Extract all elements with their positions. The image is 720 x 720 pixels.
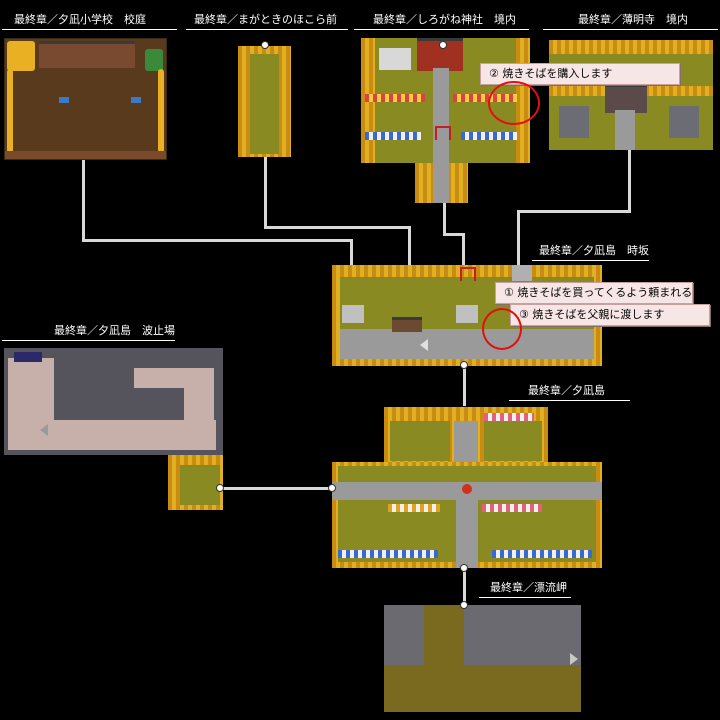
connector-yunagi-hyoryu [463,568,466,605]
stall-row [338,550,438,558]
graves [669,106,699,138]
main-road [454,421,478,462]
school-building [39,41,135,68]
title-underline [479,597,571,598]
map-hatoba-lower [168,455,223,510]
title-underline [354,29,529,30]
grass-area [484,421,542,461]
map-yunagi[interactable] [332,462,602,568]
annotation-step3: ③ 焼きそばを父親に渡します [510,304,710,326]
stall-row [482,504,542,512]
tree-row [549,40,713,54]
stall-row [484,413,534,421]
torii-gate [435,126,451,140]
map-title-hatoba: 最終章／夕凪島 波止場 [54,324,175,337]
annotation-step2: ② 焼きそばを購入します [480,63,680,85]
grass-area [390,421,450,461]
connector-shrine-path [264,157,267,228]
title-underline [186,29,348,30]
entrance-marker-icon [460,361,468,369]
tree [7,41,35,71]
main-road [456,482,478,568]
stairs [342,305,364,323]
connector-shirogane [443,203,446,235]
connector-shirogane-v [462,233,465,266]
connector-school-h [82,239,352,242]
map-title-yunagi: 最終章／夕凪島 [528,384,605,397]
stall-row [388,504,440,512]
path-grass [250,54,279,154]
connector-school [82,157,85,240]
title-underline [509,400,630,401]
title-underline [543,29,718,30]
cape-ground [424,605,464,665]
lantern-icon [462,484,472,494]
highlight-circle-step2 [488,81,540,125]
connector-shirogane-h [443,233,464,236]
connector-hakumei-h [517,210,631,213]
map-title-hyoryu: 最終章／漂流岬 [490,581,567,594]
title-underline [532,260,649,261]
map-shirogane-lower [415,163,468,203]
entrance-marker-icon [439,41,447,49]
stairs [456,305,478,323]
stall-row [365,94,425,102]
stall-row [453,94,517,102]
connector-shrine-path-h [264,226,410,229]
map-title-school: 最終章／夕凪小学校 校庭 [14,13,146,26]
map-hyoryu[interactable] [384,605,581,712]
map-school[interactable] [4,38,167,160]
stone-path [433,68,449,163]
exit-arrow-icon [40,424,48,436]
title-underline [2,340,175,341]
torii-gate [460,267,476,281]
map-title-shirogane: 最終章／しろがね神社 境内 [373,13,516,26]
connector-shrine-path-v [408,226,411,266]
school-fence [5,151,166,159]
entrance-marker-icon [460,601,468,609]
stall-row [461,132,517,140]
connector-hatoba-yunagi [220,487,332,490]
cape-ground [384,665,581,712]
shrine-office [379,48,411,70]
bench [392,317,422,332]
map-title-shrine-path: 最終章／まがときのほこら前 [194,13,337,26]
bench [131,97,141,103]
stall-row [492,550,592,558]
connector-hakumei-v [517,210,520,266]
map-hatoba[interactable] [4,348,223,455]
stall-row [365,132,421,140]
map-yunagi-upper[interactable] [384,407,548,462]
bench [59,97,69,103]
stairs [512,265,532,281]
annotation-step1: ① 焼きそばを買ってくるよう頼まれる [495,282,693,304]
stone-path [433,163,449,203]
stone-path [615,110,635,150]
pier-right [184,368,214,450]
connector-school-v2 [350,239,353,265]
exit-arrow-icon [570,653,578,665]
map-title-hakumei: 最終章／薄明寺 境内 [578,13,688,26]
connector-tokisaka-yunagi [463,366,466,406]
boat [14,352,42,362]
tree [158,69,164,153]
graves [559,106,589,138]
map-title-tokisaka: 最終章／夕凪島 時坂 [539,244,649,257]
map-shrine-path[interactable] [238,46,291,157]
exit-arrow-icon [420,339,428,351]
map-hakumei[interactable] [549,40,713,150]
connector-hakumei [628,150,631,212]
entrance-marker-icon [328,484,336,492]
main-road [340,329,594,359]
entrance-marker-icon [216,484,224,492]
highlight-circle-step1-3 [482,308,522,350]
tree [145,49,163,71]
grass-area [180,465,220,505]
tree [7,69,13,153]
entrance-marker-icon [261,41,269,49]
entrance-marker-icon [460,564,468,572]
title-underline [2,29,177,30]
temple-hall [605,84,647,113]
